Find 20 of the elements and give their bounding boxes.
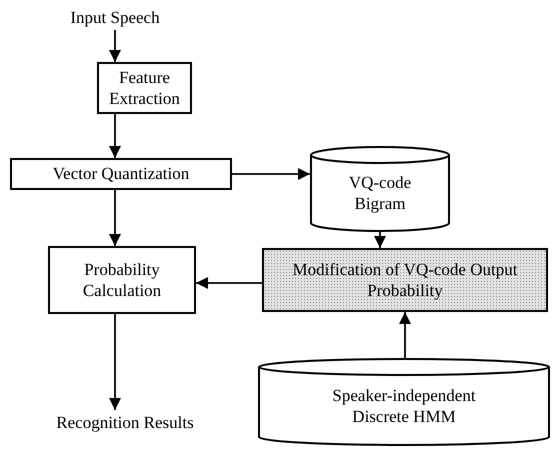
arrow [232, 168, 310, 180]
arrow [109, 314, 121, 410]
box-label: Modification of VQ-code Output Probability [292, 258, 518, 302]
arrow [109, 30, 121, 62]
box-label: Feature Extraction [108, 66, 181, 110]
arrow [109, 190, 121, 246]
output-label: Recognition Results [56, 412, 194, 434]
process-box [10, 158, 232, 190]
arrow [196, 277, 262, 289]
arrow [109, 114, 121, 158]
box-label: Probability Calculation [82, 258, 162, 302]
box-label: Speaker-independent Discrete HMM [331, 384, 477, 428]
box-label: VQ-code Bigram [348, 172, 412, 214]
process-box [262, 248, 548, 312]
input-label: Input Speech [70, 7, 160, 29]
arrow [399, 312, 411, 358]
process-box [48, 246, 196, 314]
process-box [97, 62, 192, 114]
arrow [374, 232, 386, 248]
box-label: Vector Quantization [52, 163, 190, 185]
